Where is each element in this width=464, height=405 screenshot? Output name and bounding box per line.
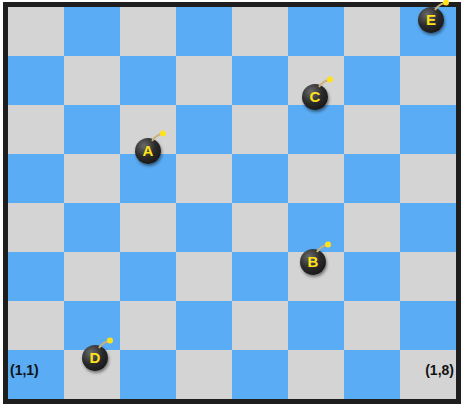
coordinate-label: (1,8) bbox=[425, 362, 454, 378]
bomb-letter: D bbox=[82, 345, 108, 371]
bomb-letter: A bbox=[135, 138, 161, 164]
board-squares bbox=[8, 7, 456, 399]
bomb: A bbox=[135, 138, 161, 164]
bomb-letter: E bbox=[418, 7, 444, 33]
bomb-fuse bbox=[98, 333, 118, 353]
bomb-fuse bbox=[151, 126, 171, 146]
bomb: E bbox=[418, 7, 444, 33]
coordinate-label: (1,1) bbox=[10, 362, 39, 378]
bomb: C bbox=[302, 84, 328, 110]
board-frame bbox=[3, 2, 461, 404]
bomb-fuse bbox=[318, 72, 338, 92]
bomb-fuse bbox=[434, 0, 454, 15]
bomb-fuse bbox=[316, 237, 336, 257]
bomb: D bbox=[82, 345, 108, 371]
bomb-letter: B bbox=[300, 249, 326, 275]
bomb: B bbox=[300, 249, 326, 275]
bomb-letter: C bbox=[302, 84, 328, 110]
